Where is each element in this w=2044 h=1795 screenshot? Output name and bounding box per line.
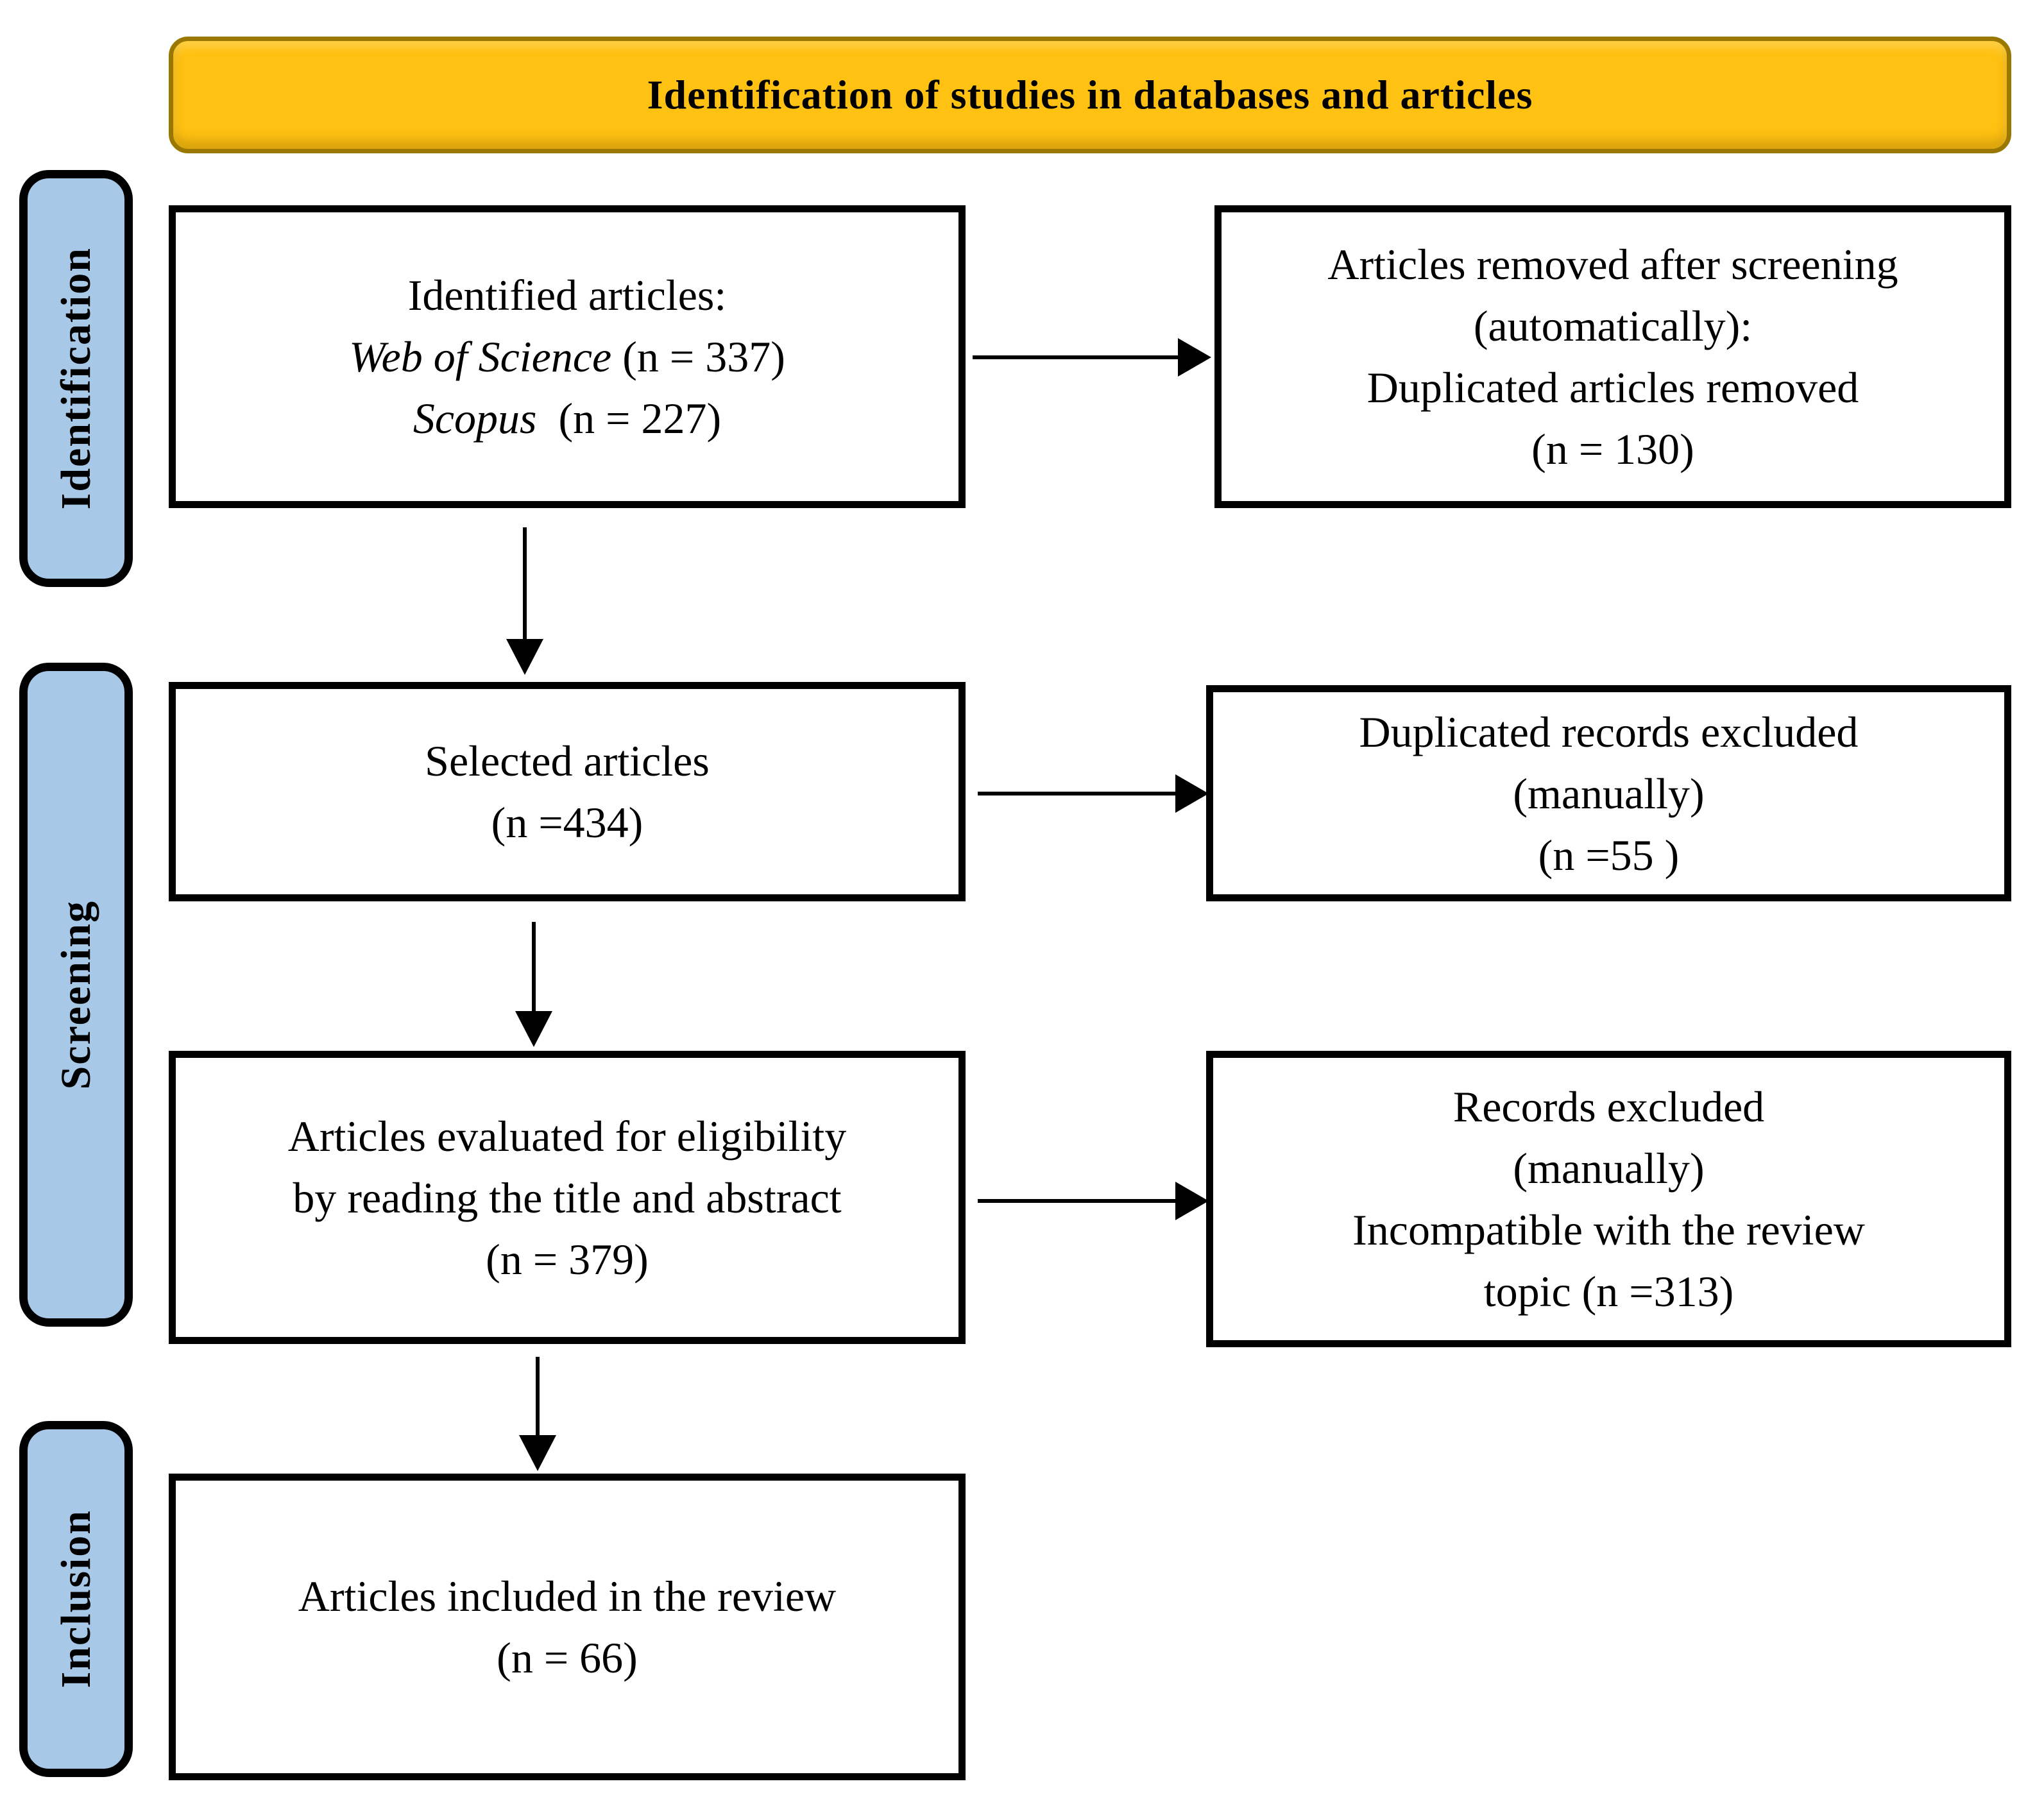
box-duplicated-records-excluded: Duplicated records excluded (manually) (… <box>1206 685 2011 901</box>
excluded-manual-line4: topic (n =313) <box>1483 1267 1734 1316</box>
box-articles-evaluated-eligibility: Articles evaluated for eligibility by re… <box>169 1051 966 1344</box>
dup-manual-line2: (manually) <box>1513 769 1705 818</box>
arrow-head <box>1175 774 1209 813</box>
arrow-head <box>1175 1182 1209 1220</box>
stage-rail-inclusion: Inclusion <box>19 1421 133 1777</box>
selected-line2: (n =434) <box>491 798 643 847</box>
identified-source1-count: (n = 337) <box>611 332 785 381</box>
arrow-head <box>1178 338 1211 377</box>
eligibility-line2: by reading the title and abstract <box>293 1173 842 1222</box>
arrow-head <box>506 639 543 675</box>
box-articles-removed-automatically: Articles removed after screening (automa… <box>1214 205 2011 508</box>
arrow-down-identified-to-selected-icon <box>506 527 543 675</box>
title-banner: Identification of studies in databases a… <box>169 37 2011 153</box>
identified-source2: Scopus (n = 227) <box>413 387 721 449</box>
arrow-shaft <box>536 1357 540 1435</box>
box-records-excluded-manually: Records excluded (manually) Incompatible… <box>1206 1051 2011 1347</box>
stage-label-inclusion: Inclusion <box>52 1510 99 1689</box>
removed-auto-line1: Articles removed after screening <box>1327 240 1898 289</box>
arrow-down-selected-to-eligibility-icon <box>515 922 552 1047</box>
stage-rail-screening: Screening <box>19 663 133 1327</box>
eligibility-line1: Articles evaluated for eligibility <box>287 1111 847 1161</box>
identified-title: Identified articles: <box>407 271 727 319</box>
removed-auto-line2: (automatically): <box>1473 302 1753 350</box>
included-line2: (n = 66) <box>497 1633 638 1682</box>
dup-manual-line1: Duplicated records excluded <box>1359 707 1859 756</box>
excluded-manual-line1: Records excluded <box>1452 1082 1765 1131</box>
stage-label-identification: Identification <box>52 247 99 510</box>
arrow-shaft <box>978 792 1175 795</box>
arrow-right-selected-to-duplicated-icon <box>978 774 1209 813</box>
dup-manual-line3: (n =55 ) <box>1538 830 1680 880</box>
box-identified-articles: Identified articles: Web of Science (n =… <box>169 205 966 508</box>
box-selected-articles: Selected articles (n =434) <box>169 682 966 901</box>
stage-rail-identification: Identification <box>19 170 133 587</box>
arrow-right-identified-to-removed-icon <box>973 338 1211 377</box>
database-name-scopus: Scopus <box>413 394 537 443</box>
arrow-right-eligibility-to-excluded-icon <box>978 1182 1209 1220</box>
title-banner-label: Identification of studies in databases a… <box>647 72 1533 117</box>
eligibility-line3: (n = 379) <box>486 1234 649 1284</box>
database-name-web-of-science: Web of Science <box>349 332 612 381</box>
identified-source1: Web of Science (n = 337) <box>349 326 785 387</box>
selected-line1: Selected articles <box>425 736 710 785</box>
arrow-shaft <box>523 527 527 639</box>
removed-auto-line4: (n = 130) <box>1531 425 1694 473</box>
included-line1: Articles included in the review <box>298 1572 837 1621</box>
arrow-head <box>515 1011 552 1047</box>
arrow-down-eligibility-to-included-icon <box>519 1357 556 1471</box>
arrow-shaft <box>532 922 536 1011</box>
stage-label-screening: Screening <box>52 899 99 1090</box>
removed-auto-line3: Duplicated articles removed <box>1367 363 1859 412</box>
excluded-manual-line2: (manually) <box>1513 1144 1705 1193</box>
arrow-shaft <box>978 1199 1175 1203</box>
arrow-shaft <box>973 355 1178 359</box>
excluded-manual-line3: Incompatible with the review <box>1352 1205 1865 1254</box>
identified-source2-count: (n = 227) <box>536 394 722 443</box>
arrow-head <box>519 1435 556 1471</box>
box-articles-included: Articles included in the review (n = 66) <box>169 1474 966 1780</box>
